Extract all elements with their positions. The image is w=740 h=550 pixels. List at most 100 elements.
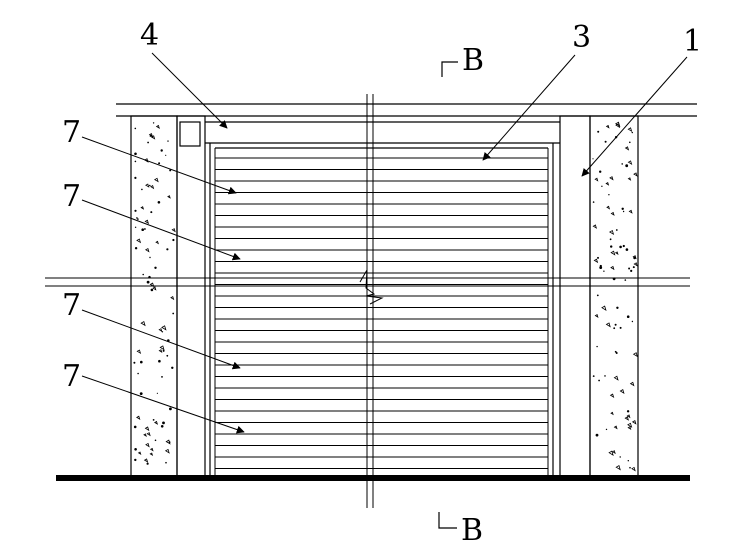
concrete-dot — [144, 228, 146, 230]
concrete-dot — [152, 419, 155, 421]
concrete-aggregate — [609, 229, 615, 236]
concrete-dot — [598, 379, 600, 382]
concrete-dot — [599, 266, 603, 269]
center-axis-vertical — [366, 94, 374, 508]
concrete-dot — [624, 279, 627, 281]
concrete-aggregate — [149, 452, 154, 457]
concrete-dot — [141, 228, 144, 231]
concrete-aggregate — [164, 448, 170, 454]
concrete-aggregate — [155, 240, 159, 245]
concrete-aggregate — [150, 135, 156, 140]
left-concrete-column — [130, 115, 206, 477]
concrete-dot — [169, 169, 172, 172]
callout-label-7-second: 7 — [62, 179, 81, 214]
concrete-aggregate — [154, 420, 158, 425]
concrete-aggregate — [614, 251, 619, 255]
concrete-dot — [134, 160, 137, 163]
concrete-dot — [628, 267, 631, 270]
concrete-aggregate — [626, 414, 631, 419]
concrete-aggregate — [624, 146, 630, 151]
ground-line — [56, 475, 690, 481]
concrete-aggregate — [605, 124, 610, 129]
concrete-dot — [134, 209, 137, 212]
concrete-dot — [615, 352, 618, 354]
callout-4: 4 — [140, 18, 228, 129]
concrete-dot — [154, 266, 157, 269]
concrete-aggregate — [627, 426, 632, 431]
concrete-dot — [597, 130, 600, 133]
concrete-dot — [615, 229, 618, 231]
concrete-dot — [621, 163, 623, 165]
concrete-dot — [165, 154, 167, 156]
concrete-dot — [610, 245, 613, 248]
concrete-aggregate — [632, 352, 638, 358]
callout-label-3: 3 — [572, 20, 591, 55]
concrete-dot — [626, 410, 630, 413]
concrete-dot — [160, 425, 164, 428]
concrete-dot — [627, 460, 629, 462]
concrete-aggregate — [615, 465, 621, 471]
concrete-aggregate — [624, 416, 629, 421]
concrete-dot — [625, 164, 629, 168]
concrete-aggregate — [143, 433, 147, 437]
concrete-dot — [165, 461, 167, 464]
concrete-dot — [631, 320, 634, 323]
concrete-dot — [157, 201, 161, 204]
concrete-aggregate — [611, 450, 616, 455]
concrete-aggregate — [149, 282, 155, 288]
concrete-dot — [605, 428, 608, 431]
concrete-dot — [625, 248, 629, 251]
concrete-aggregate — [136, 349, 142, 355]
concrete-aggregate — [633, 262, 638, 267]
concrete-aggregate — [609, 393, 615, 398]
concrete-dot — [619, 245, 622, 249]
concrete-dot — [622, 210, 625, 213]
concrete-aggregate — [158, 328, 163, 333]
section-label-bottom: B — [461, 513, 483, 548]
concrete-dot — [134, 176, 137, 179]
concrete-aggregate — [155, 124, 160, 129]
concrete-aggregate — [145, 247, 150, 253]
concrete-dot — [603, 270, 605, 272]
concrete-dot — [172, 238, 175, 242]
concrete-aggregate — [606, 205, 611, 210]
concrete-dot — [619, 456, 621, 458]
concrete-dot — [149, 184, 151, 187]
concrete-aggregate — [627, 422, 633, 428]
concrete-dot — [139, 392, 143, 395]
callout-3: 3 — [482, 20, 591, 161]
concrete-dot — [601, 185, 603, 187]
concrete-dot — [592, 375, 595, 377]
concrete-dot — [162, 349, 165, 352]
concrete-aggregate — [592, 224, 598, 229]
concrete-dot — [626, 315, 630, 319]
callout-7-third: 7 — [62, 288, 241, 370]
concrete-aggregate — [140, 206, 145, 210]
callout-7-second: 7 — [62, 179, 241, 261]
concrete-aggregate — [610, 265, 615, 271]
concrete-dot — [137, 218, 139, 220]
concrete-aggregate — [627, 177, 632, 181]
concrete-dot — [149, 256, 151, 259]
door-header — [205, 121, 560, 476]
concrete-dot — [158, 162, 161, 165]
concrete-dot — [152, 122, 155, 124]
concrete-aggregate — [594, 314, 599, 318]
concrete-aggregate — [161, 325, 167, 331]
concrete-aggregate — [628, 209, 633, 214]
callout-7-fourth: 7 — [62, 359, 245, 434]
concrete-dot — [162, 421, 165, 425]
concrete-dot — [134, 226, 137, 228]
concrete-aggregate — [593, 258, 599, 264]
concrete-dot — [141, 188, 143, 191]
concrete-aggregate — [170, 296, 175, 301]
concrete-dot — [133, 425, 137, 429]
concrete-dot — [171, 366, 174, 369]
concrete-dot — [169, 407, 172, 411]
break-symbol — [359, 269, 384, 305]
concrete-dot — [136, 217, 138, 219]
concrete-aggregate — [145, 183, 150, 188]
concrete-dot — [134, 127, 137, 130]
concrete-dot — [596, 294, 599, 297]
concrete-aggregate — [613, 375, 619, 381]
